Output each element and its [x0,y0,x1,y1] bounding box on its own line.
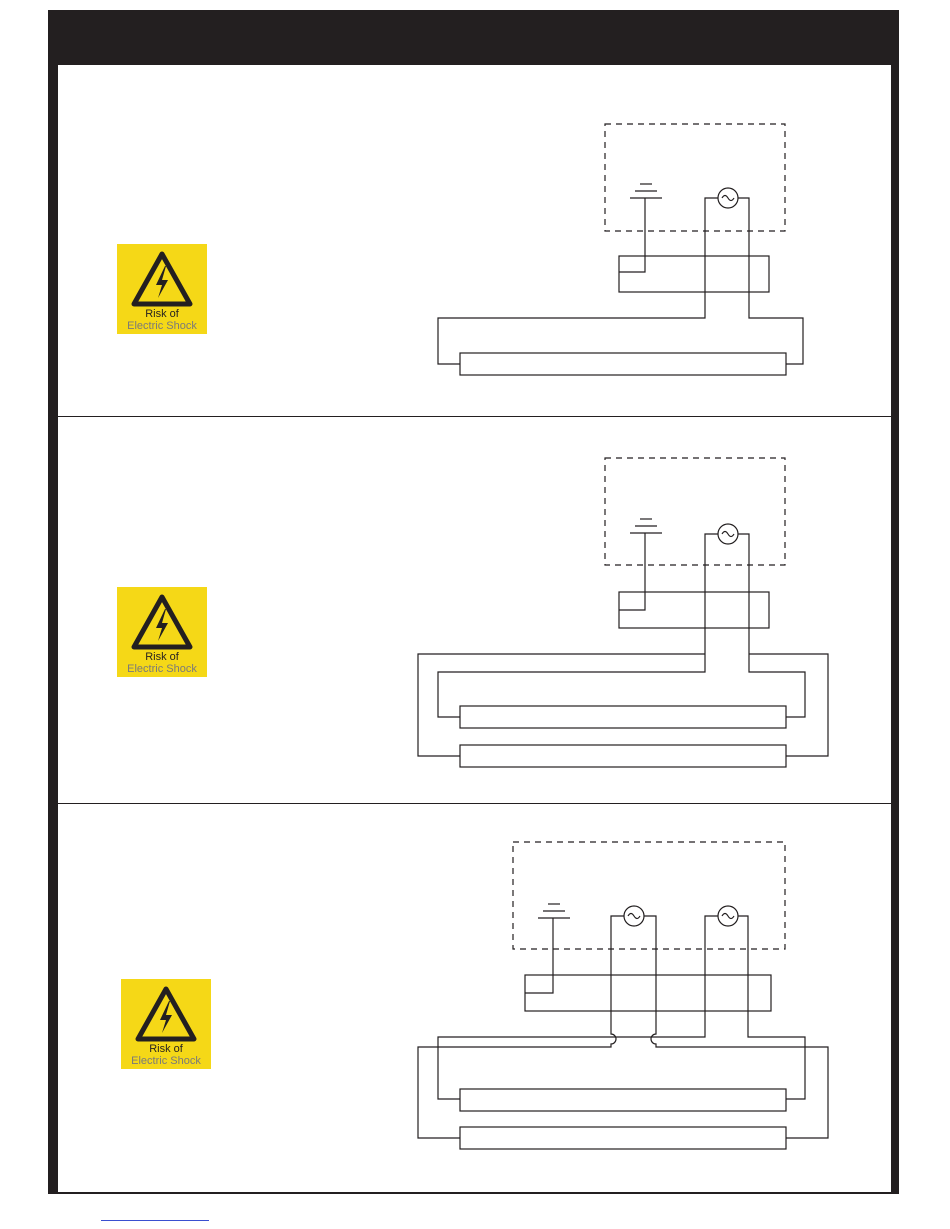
underline-link [101,1220,209,1221]
lamp-tube-1 [460,1089,786,1111]
ground-symbol [630,519,662,533]
lamp-tube-1 [460,706,786,728]
ac-wave-icon [722,914,734,919]
power-supply-enclosure [513,842,785,949]
wiring-diagram-dual-source [418,842,828,1149]
power-supply-enclosure [605,124,785,231]
ac-wave-icon [722,196,734,201]
lamp-tube-2 [460,745,786,767]
lamp-tube [460,353,786,375]
terminal-block [525,975,771,1011]
ac-wave-icon [628,914,640,919]
lamp-tube-2 [460,1127,786,1149]
ground-symbol [538,904,570,918]
ac-wave-icon [722,532,734,537]
ground-symbol [630,184,662,198]
terminal-block [619,256,769,292]
wiring-diagram-two-lamps [418,458,828,767]
wiring-diagram-single-lamp [438,124,803,375]
power-supply-enclosure [605,458,785,565]
